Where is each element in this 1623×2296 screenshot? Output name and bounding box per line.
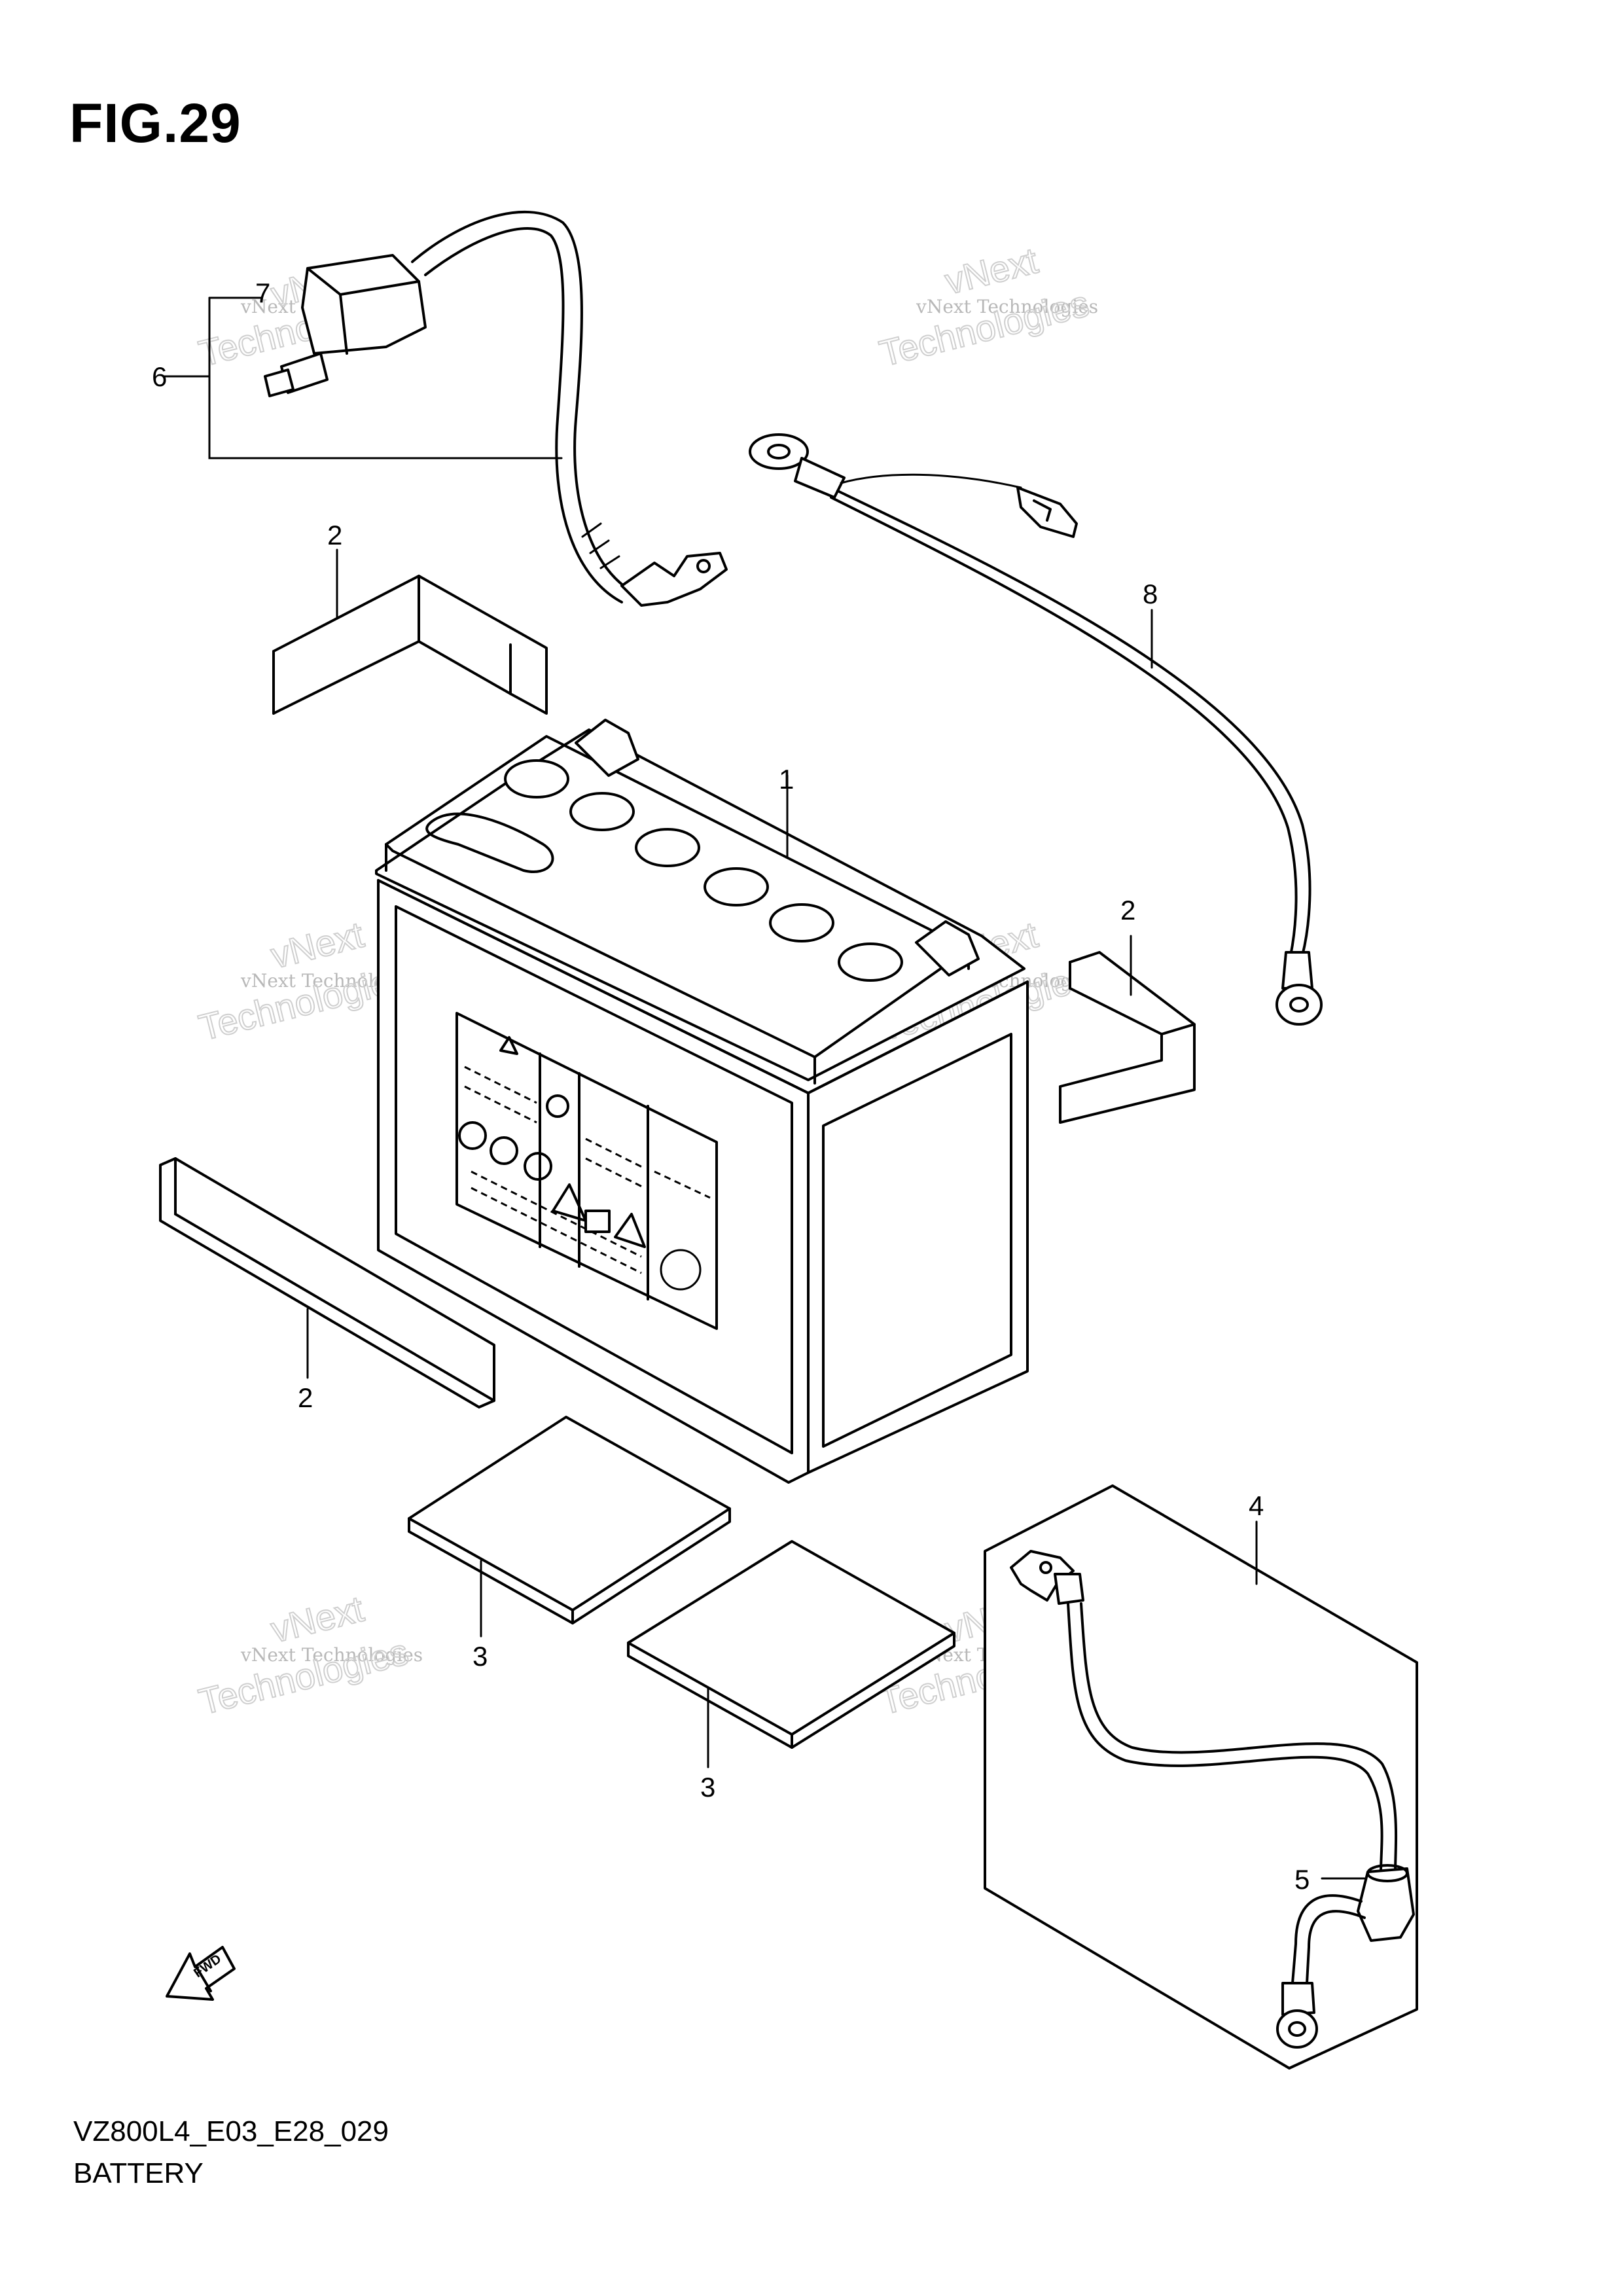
figure-code: VZ800L4_E03_E28_029 [73, 2115, 389, 2147]
svg-text:vNext: vNext [267, 1588, 368, 1651]
part-3-pad-left [408, 1416, 731, 1638]
figure-name: BATTERY [73, 2157, 204, 2189]
callout-5: 5 [1294, 1864, 1310, 1895]
svg-text:vNext: vNext [267, 914, 368, 977]
watermark-top-center: vNext Technologies vNext Technologies [875, 239, 1098, 375]
svg-text:vNext Technologies: vNext Technologies [916, 296, 1098, 317]
callout-8: 8 [1143, 579, 1158, 609]
fwd-arrow-icon: FWD [166, 1946, 236, 2001]
callout-2-lower: 2 [298, 1382, 313, 1413]
callout-2-right: 2 [1120, 895, 1135, 925]
callout-3-left: 3 [473, 1641, 488, 1672]
figure-title: FIG.29 [69, 92, 241, 154]
part-2-pad-upper-left [272, 548, 548, 715]
callout-6: 6 [152, 361, 167, 392]
svg-text:vNext Technologies: vNext Technologies [240, 1644, 423, 1666]
callout-7: 7 [255, 278, 270, 308]
callout-2-upper: 2 [327, 520, 342, 550]
part-5-battery-cable [1010, 1550, 1415, 2049]
callout-4: 4 [1249, 1490, 1264, 1521]
callout-1: 1 [779, 764, 794, 795]
part-6-lead-assembly [162, 210, 728, 607]
part-2-pad-right [1059, 935, 1196, 1124]
watermark-low-left: vNext Technologies vNext Technologies [194, 1587, 423, 1723]
part-8-negative-lead [749, 433, 1323, 1026]
part-4-cover-panel [984, 1484, 1418, 2070]
part-3-pad-right [627, 1540, 955, 1768]
callout-3-right: 3 [700, 1772, 715, 1803]
svg-text:vNext: vNext [941, 240, 1043, 302]
part-2-pad-lower-left [159, 1157, 495, 1408]
part-1-battery [375, 719, 1029, 1484]
